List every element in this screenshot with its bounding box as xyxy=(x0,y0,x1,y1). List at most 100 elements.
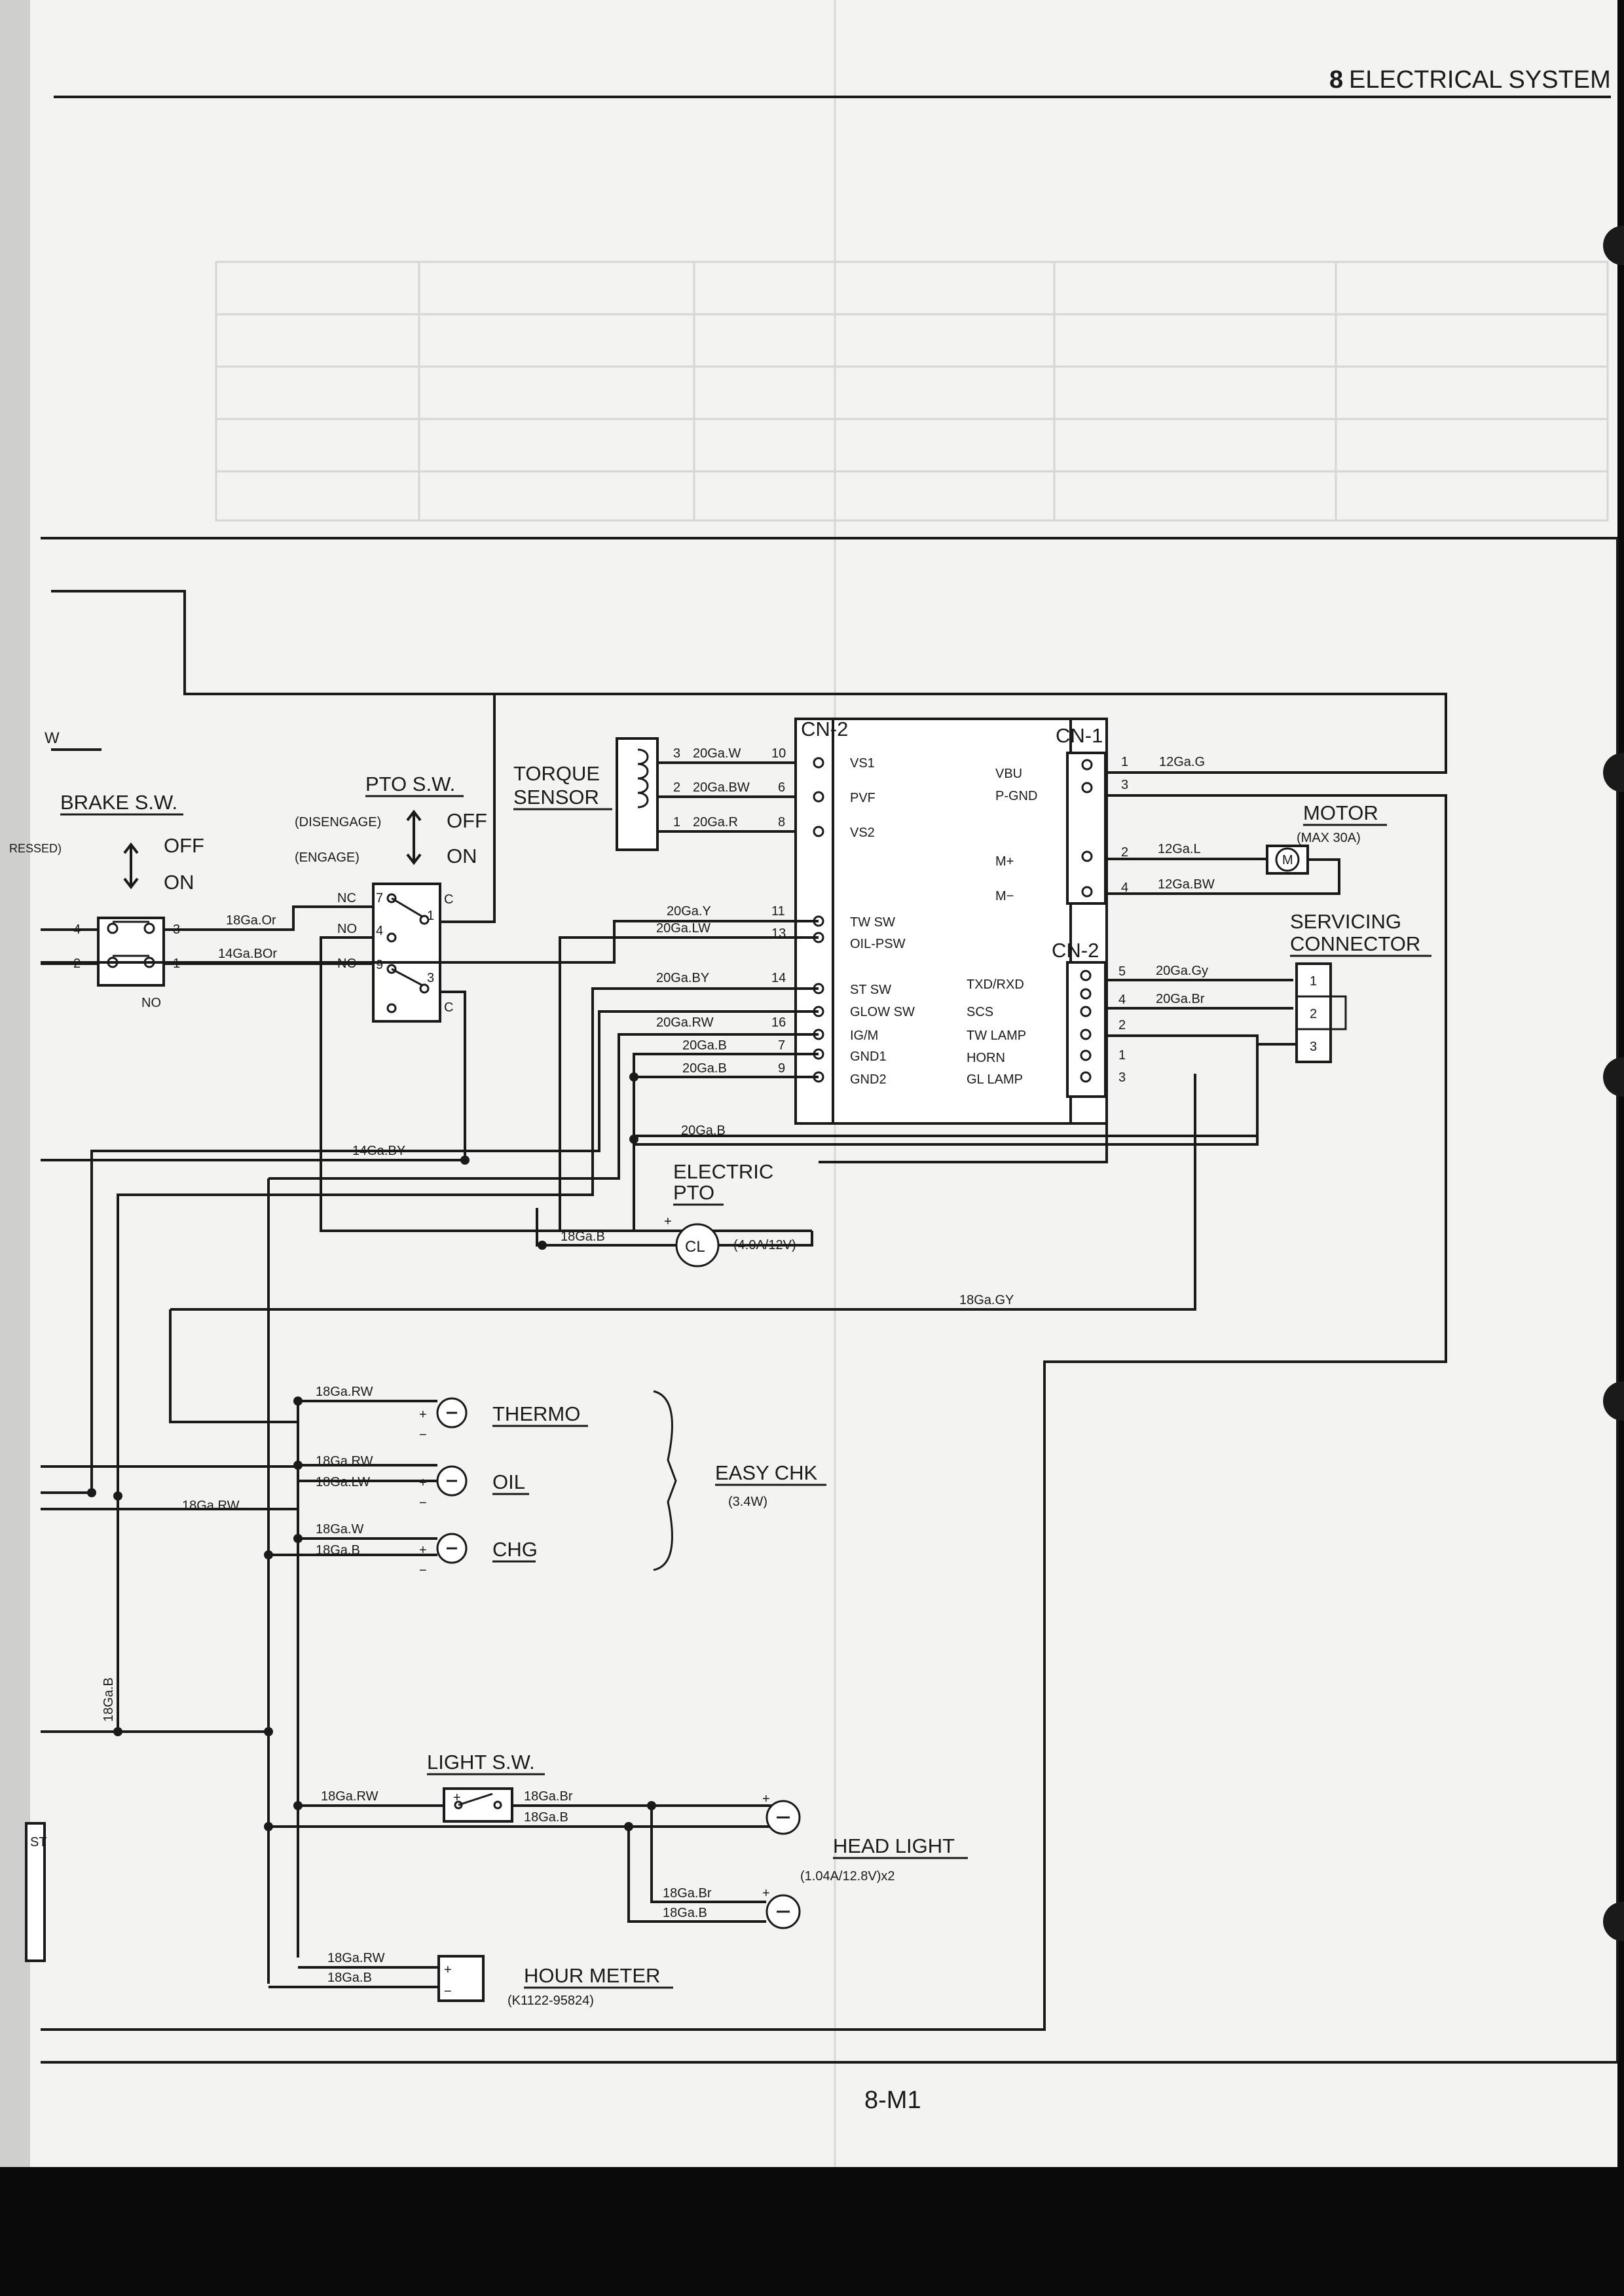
svg-text:20Ga.B: 20Ga.B xyxy=(681,1123,726,1138)
svg-text:2: 2 xyxy=(673,780,680,795)
svg-text:VS1: VS1 xyxy=(850,756,875,771)
wire-18ga-or: 18Ga.Or xyxy=(226,913,276,928)
svg-text:TW SW: TW SW xyxy=(850,915,895,930)
svg-text:(3.4W): (3.4W) xyxy=(728,1495,767,1509)
svg-text:18Ga.W: 18Ga.W xyxy=(316,1522,363,1537)
svg-text:C: C xyxy=(444,1000,453,1015)
svg-text:8: 8 xyxy=(778,815,785,829)
servicing-connector: SERVICING CONNECTOR 1 2 3 xyxy=(1290,910,1431,1063)
svg-text:ST: ST xyxy=(30,1835,47,1850)
svg-text:+: + xyxy=(762,1886,770,1901)
svg-text:14: 14 xyxy=(771,971,786,985)
svg-text:+: + xyxy=(664,1214,672,1229)
page-number: 8-M1 xyxy=(864,2086,921,2114)
svg-text:7: 7 xyxy=(376,891,383,905)
svg-text:LIGHT S.W.: LIGHT S.W. xyxy=(427,1751,535,1774)
svg-text:1: 1 xyxy=(673,815,680,829)
svg-text:4: 4 xyxy=(1118,993,1126,1007)
svg-text:THERMO: THERMO xyxy=(492,1402,580,1425)
svg-text:18Ga.B: 18Ga.B xyxy=(561,1230,605,1244)
svg-text:18Ga.B: 18Ga.B xyxy=(524,1810,568,1825)
svg-text:+: + xyxy=(419,1408,427,1422)
svg-text:EASY CHK: EASY CHK xyxy=(715,1461,818,1484)
svg-text:3: 3 xyxy=(1121,778,1128,792)
svg-text:+: + xyxy=(444,1963,452,1977)
svg-text:OIL: OIL xyxy=(492,1470,525,1493)
svg-text:20Ga.Gy: 20Ga.Gy xyxy=(1156,964,1208,978)
motor: MOTOR (MAX 30A) M xyxy=(1266,801,1387,875)
svg-text:12Ga.BW: 12Ga.BW xyxy=(1158,877,1215,892)
svg-text:18Ga.RW: 18Ga.RW xyxy=(182,1499,240,1513)
head-lights: + + HEAD LIGHT (1.04A/12.8V)x2 xyxy=(762,1792,968,1929)
svg-text:CL: CL xyxy=(685,1238,705,1256)
svg-text:13: 13 xyxy=(771,926,786,941)
svg-text:4: 4 xyxy=(1121,881,1128,895)
svg-text:12Ga.G: 12Ga.G xyxy=(1159,755,1205,769)
svg-text:1: 1 xyxy=(1121,755,1128,769)
svg-text:TW LAMP: TW LAMP xyxy=(967,1029,1026,1043)
svg-text:2: 2 xyxy=(1118,1018,1126,1032)
svg-text:GND1: GND1 xyxy=(850,1049,887,1064)
svg-text:20Ga.BY: 20Ga.BY xyxy=(656,971,709,985)
svg-text:18Ga.RW: 18Ga.RW xyxy=(316,1385,373,1399)
svg-text:3: 3 xyxy=(427,971,434,985)
svg-text:VBU: VBU xyxy=(995,767,1022,781)
svg-text:11: 11 xyxy=(771,904,785,919)
svg-text:ON: ON xyxy=(447,845,477,867)
svg-text:18Ga.RW: 18Ga.RW xyxy=(327,1951,385,1965)
svg-text:ELECTRIC: ELECTRIC xyxy=(673,1160,773,1183)
svg-text:(DISENGAGE): (DISENGAGE) xyxy=(295,815,381,829)
svg-text:NO: NO xyxy=(141,996,161,1010)
svg-text:18Ga.Br: 18Ga.Br xyxy=(524,1789,573,1804)
svg-text:14Ga.BY: 14Ga.BY xyxy=(352,1144,405,1158)
svg-text:PTO: PTO xyxy=(673,1181,714,1204)
svg-text:GL LAMP: GL LAMP xyxy=(967,1072,1023,1087)
svg-text:CN-2: CN-2 xyxy=(801,718,848,740)
svg-text:1: 1 xyxy=(427,909,434,923)
svg-text:20Ga.LW: 20Ga.LW xyxy=(656,921,710,936)
svg-text:ON: ON xyxy=(164,871,194,894)
svg-text:BRAKE S.W.: BRAKE S.W. xyxy=(60,791,177,814)
svg-text:PVF: PVF xyxy=(850,791,876,805)
svg-text:20Ga.B: 20Ga.B xyxy=(682,1038,727,1053)
svg-text:18Ga.RW: 18Ga.RW xyxy=(321,1789,378,1804)
svg-text:CONNECTOR: CONNECTOR xyxy=(1290,932,1420,955)
svg-text:(ENGAGE): (ENGAGE) xyxy=(295,850,360,865)
cn1-connector: CN-1 1 3 2 4 xyxy=(1056,724,1128,905)
svg-text:GND2: GND2 xyxy=(850,1072,887,1087)
svg-text:OFF: OFF xyxy=(447,809,487,832)
svg-text:(1.04A/12.8V)x2: (1.04A/12.8V)x2 xyxy=(800,1869,895,1884)
svg-text:12Ga.L: 12Ga.L xyxy=(1158,842,1201,856)
svg-text:HORN: HORN xyxy=(967,1051,1005,1065)
svg-text:18Ga.Br: 18Ga.Br xyxy=(663,1886,712,1901)
svg-text:SERVICING: SERVICING xyxy=(1290,910,1401,933)
svg-text:18Ga.LW: 18Ga.LW xyxy=(316,1475,370,1489)
svg-text:(MAX 30A): (MAX 30A) xyxy=(1297,831,1361,845)
svg-text:IG/M: IG/M xyxy=(850,1029,878,1043)
svg-text:OFF: OFF xyxy=(164,834,204,857)
svg-text:NO: NO xyxy=(337,922,357,936)
svg-text:18Ga.B: 18Ga.B xyxy=(316,1543,360,1558)
svg-text:−: − xyxy=(419,1563,427,1578)
svg-text:20Ga.RW: 20Ga.RW xyxy=(656,1015,714,1030)
svg-text:TORQUE: TORQUE xyxy=(513,762,600,785)
svg-text:+: + xyxy=(419,1476,427,1490)
svg-text:ST SW: ST SW xyxy=(850,983,891,997)
svg-text:6: 6 xyxy=(778,780,785,795)
svg-text:18Ga.B: 18Ga.B xyxy=(663,1906,707,1920)
svg-text:+: + xyxy=(419,1543,427,1558)
svg-text:NC: NC xyxy=(337,891,356,905)
brake-switch: BRAKE S.W. RESSED) OFF ON 4 3 2 1 NO xyxy=(9,791,204,1010)
svg-text:3: 3 xyxy=(1310,1040,1317,1054)
svg-text:18Ga.B: 18Ga.B xyxy=(101,1677,116,1722)
svg-text:HOUR METER: HOUR METER xyxy=(524,1964,660,1987)
svg-text:+: + xyxy=(453,1791,461,1805)
svg-text:MOTOR: MOTOR xyxy=(1303,801,1378,824)
section-title: ELECTRICAL SYSTEM xyxy=(1349,66,1611,94)
svg-text:1: 1 xyxy=(1118,1048,1126,1063)
svg-text:3: 3 xyxy=(673,746,680,761)
svg-text:16: 16 xyxy=(771,1015,786,1030)
svg-text:P-GND: P-GND xyxy=(995,789,1037,803)
electric-pto-clutch: ELECTRIC PTO CL (4.0A/12V) + xyxy=(664,1160,796,1267)
